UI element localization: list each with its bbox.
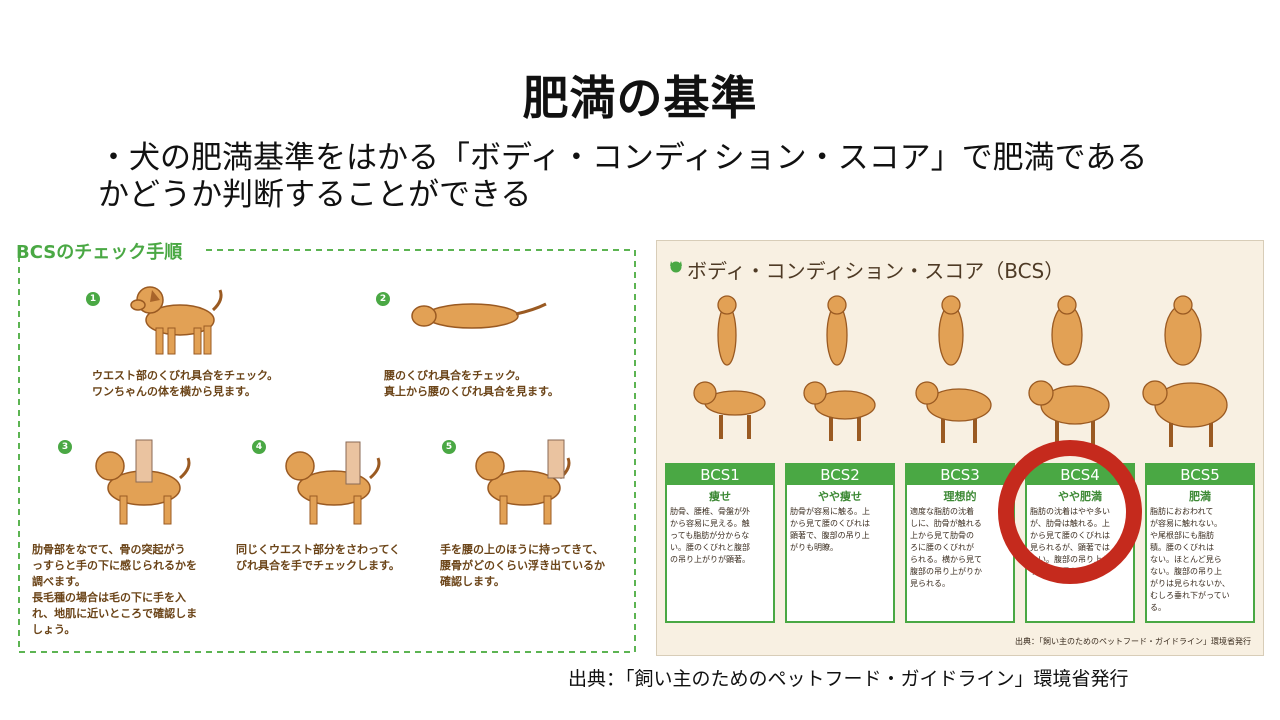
bcs-card-label: 肥満 [1189, 490, 1211, 503]
bcs-card-description: 適度な脂肪の沈着しに、肋骨が触れる上から見て肋骨のろに腰のくびれがられる。横から… [910, 507, 982, 588]
bcs-card-1: BCS1 痩せ 肋骨、腰椎、骨盤が外から容易に見える。触っても脂肪が分からない。… [665, 463, 775, 623]
bcs-card-2: BCS2 やや痩せ 肋骨が容易に触る。上から見て腰のくびれは顕著で、腹部の吊り上… [785, 463, 895, 623]
bullet-text: ・犬の肥満基準をはかる「ボディ・コンディション・スコア」で肥満である かどうか判… [98, 140, 1198, 214]
dog-rib-check-illustration [95, 439, 191, 525]
step-number-5: 5 [442, 440, 456, 454]
step-number-2: 2 [376, 292, 390, 306]
bullet-line: ・犬の肥満基準をはかる「ボディ・コンディション・スコア」で肥満である [98, 140, 1148, 176]
highlight-circle [998, 440, 1142, 584]
check-panel-title: BCSのチェック手順 [16, 242, 183, 263]
step-number-3: 3 [58, 440, 72, 454]
step-number-1: 1 [86, 292, 100, 306]
bcs-card-label: 理想的 [943, 490, 977, 503]
bcs-card-description: 脂肪におおわれてが容易に触れない。や尾根部にも脂肪積。腰のくびれはない。ほとんど… [1150, 507, 1230, 612]
bcs-card-description: 肋骨、腰椎、骨盤が外から容易に見える。触っても脂肪が分からない。腰のくびれと腹部… [670, 507, 750, 564]
bcs-card-heading: BCS5 [1147, 465, 1253, 485]
bcs-check-panel: BCSのチェック手順 1 ウエスト部のくびれ具合をチェック。 ワンちゃんの体を横… [16, 238, 638, 656]
dashed-frame [18, 249, 636, 653]
bcs-dog-figures [693, 295, 1228, 447]
dog-top-illustration [411, 302, 547, 329]
bcs-score-panel: ボディ・コンディション・スコア（BCS） [656, 240, 1264, 656]
dog-face-icon [670, 261, 682, 273]
step-description-3: 肋骨部をなでて、骨の突起がう っすらと手の下に感じられるかを 調べます。 長毛種… [32, 543, 198, 636]
bcs-panel-source: 出典：「飼い主のためのペットフード・ガイドライン」環境省発行 [1015, 637, 1251, 646]
bullet-line: かどうか判断することができる [98, 177, 532, 213]
bcs-card-description: 肋骨が容易に触る。上から見て腰のくびれは顕著で、腹部の吊り上がりも明瞭。 [790, 507, 870, 552]
bcs-card-heading: BCS3 [907, 465, 1013, 485]
step-number-4: 4 [252, 440, 266, 454]
bcs-card-3: BCS3 理想的 適度な脂肪の沈着しに、肋骨が触れる上から見て肋骨のろに腰のくび… [905, 463, 1015, 623]
step-description-1: ウエスト部のくびれ具合をチェック。 ワンちゃんの体を横から見ます。 [92, 369, 279, 398]
step-description-2: 腰のくびれ具合をチェック。 真上から腰のくびれ具合を見ます。 [384, 369, 559, 398]
dog-side-illustration [130, 286, 223, 355]
bcs-card-heading: BCS1 [667, 465, 773, 485]
bcs-card-label: 痩せ [709, 490, 731, 503]
bcs-card-5: BCS5 肥満 脂肪におおわれてが容易に触れない。や尾根部にも脂肪積。腰のくびれ… [1145, 463, 1255, 623]
bcs-panel-title: ボディ・コンディション・スコア（BCS） [687, 259, 1065, 283]
step-description-4: 同じくウエスト部分をさわってく びれ具合を手でチェックします。 [236, 543, 401, 572]
dog-waist-check-illustration [285, 441, 381, 525]
dog-hip-check-illustration [475, 439, 571, 525]
step-description-5: 手を腰の上のほうに持ってきて、 腰骨がどのくらい浮き出ているか 確認します。 [440, 543, 605, 588]
source-citation: 出典：「飼い主のためのペットフード・ガイドライン」環境省発行 [568, 668, 1129, 690]
bcs-card-heading: BCS2 [787, 465, 893, 485]
bcs-card-label: やや痩せ [818, 490, 862, 503]
slide-title: 肥満の基準 [522, 71, 758, 125]
